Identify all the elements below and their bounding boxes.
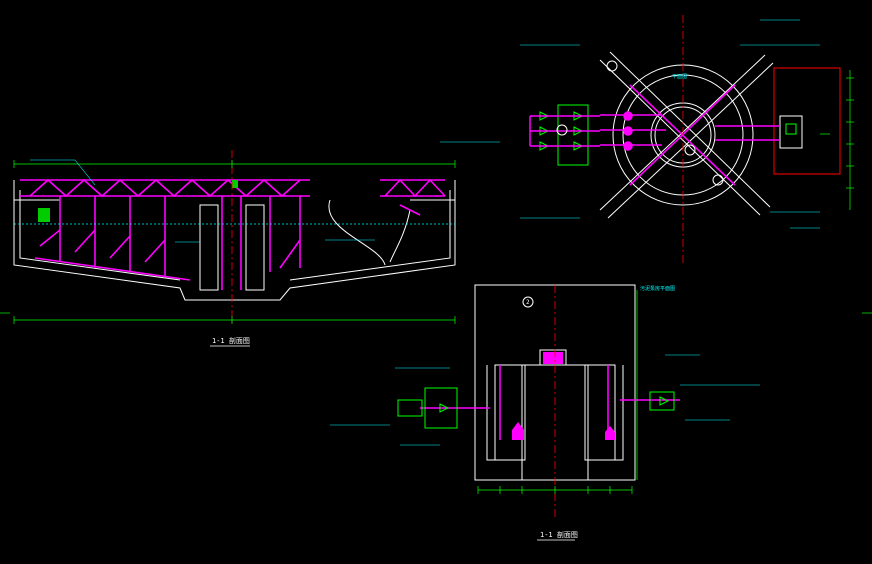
plan-walkways [599,51,774,219]
plan-grid-ticks [846,70,854,210]
pump-house-section: 2 污泥泵房平面图 1-1 剖面图 [330,284,760,541]
tank-outline [13,180,456,301]
pump-house-dimensions [477,290,638,494]
scraper-arms [34,196,421,290]
section-view-left: 1-1 剖面图 [0,150,456,347]
section-title-bottom: 1-1 剖面图 [537,530,578,541]
plan-circle-markers [556,60,724,186]
pump-house-valves [397,387,675,429]
plan-annotation-leaders [440,19,820,229]
plan-pipe-manifold [529,111,633,151]
dimension-lines-top [0,160,456,324]
marker-2-text: 2 [526,299,530,306]
pump-house-pipes [420,352,680,440]
sludge-pit-plan [715,67,841,175]
annotation-leaders-left [30,159,375,243]
pump-plan-label: 污泥泵房平面图 [640,285,675,292]
drawing-border-ticks [820,133,872,314]
plan-view-label: 平面图 [672,74,687,80]
pump-house-circle-marker: 2 [522,296,534,308]
bridge-truss [20,178,446,198]
section-title-left: 1-1 剖面图 [210,336,250,347]
plan-view: 平面图 [440,15,854,265]
section-title-left-text: 1-1 剖面图 [212,336,250,345]
drive-unit [38,180,238,222]
pump-house-annotation-leaders [330,354,760,446]
section-title-bottom-text: 1-1 剖面图 [540,530,578,539]
